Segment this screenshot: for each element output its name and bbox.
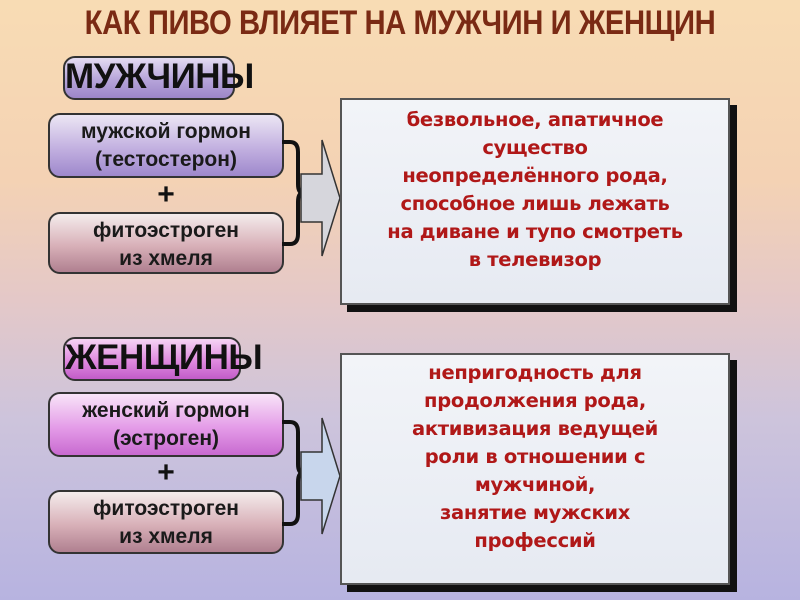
women-phyto-line2: из хмеля [119,525,213,548]
men-result-line: в телевизор [468,248,602,271]
men-phyto-line1: фитоэстроген [93,219,239,242]
men-result-line: неопределённого рода, [402,164,668,187]
women-result-line: занятие мужских [439,501,631,524]
men-hormone-box: мужской гормон (тестостерон) [48,113,284,178]
women-hormone-line2: (эстроген) [112,427,220,450]
women-arrow-icon [300,417,341,535]
men-result-line: безвольное, апатичное [406,108,664,131]
women-hormone-line1: женский гормон [82,399,250,422]
page-title: КАК ПИВО ВЛИЯЕТ НА МУЖЧИН И ЖЕНЩИН [84,4,716,42]
women-result-line: продолжения рода, [424,389,646,412]
women-result-line: профессий [474,529,596,552]
women-plus-sign: + [157,456,175,489]
women-phyto-box: фитоэстроген из хмеля [48,490,284,554]
men-result-line: на диване и тупо смотреть [387,220,683,243]
men-result-line: существо [482,136,588,159]
women-heading: ЖЕНЩИНЫ [63,337,263,381]
men-hormone-line2: (тестостерон) [95,148,237,171]
women-result-box: непригодность для продолжения рода, акти… [340,353,730,585]
men-phyto-line2: из хмеля [119,247,213,270]
men-result-line: способное лишь лежать [400,192,670,215]
men-plus-sign: + [157,178,175,211]
women-result-line: роли в отношении с [424,445,646,468]
women-result-line: мужчиной, [474,473,596,496]
men-heading: МУЖЧИНЫ [63,56,254,100]
men-phyto-box: фитоэстроген из хмеля [48,212,284,274]
men-arrow-icon [300,139,341,257]
women-phyto-line1: фитоэстроген [93,497,239,520]
men-hormone-line1: мужской гормон [81,120,251,143]
men-result-box: безвольное, апатичное существо неопредел… [340,98,730,305]
women-result-line: активизация ведущей [411,417,659,440]
women-result-line: непригодность для [428,361,642,384]
women-hormone-box: женский гормон (эстроген) [48,392,284,457]
